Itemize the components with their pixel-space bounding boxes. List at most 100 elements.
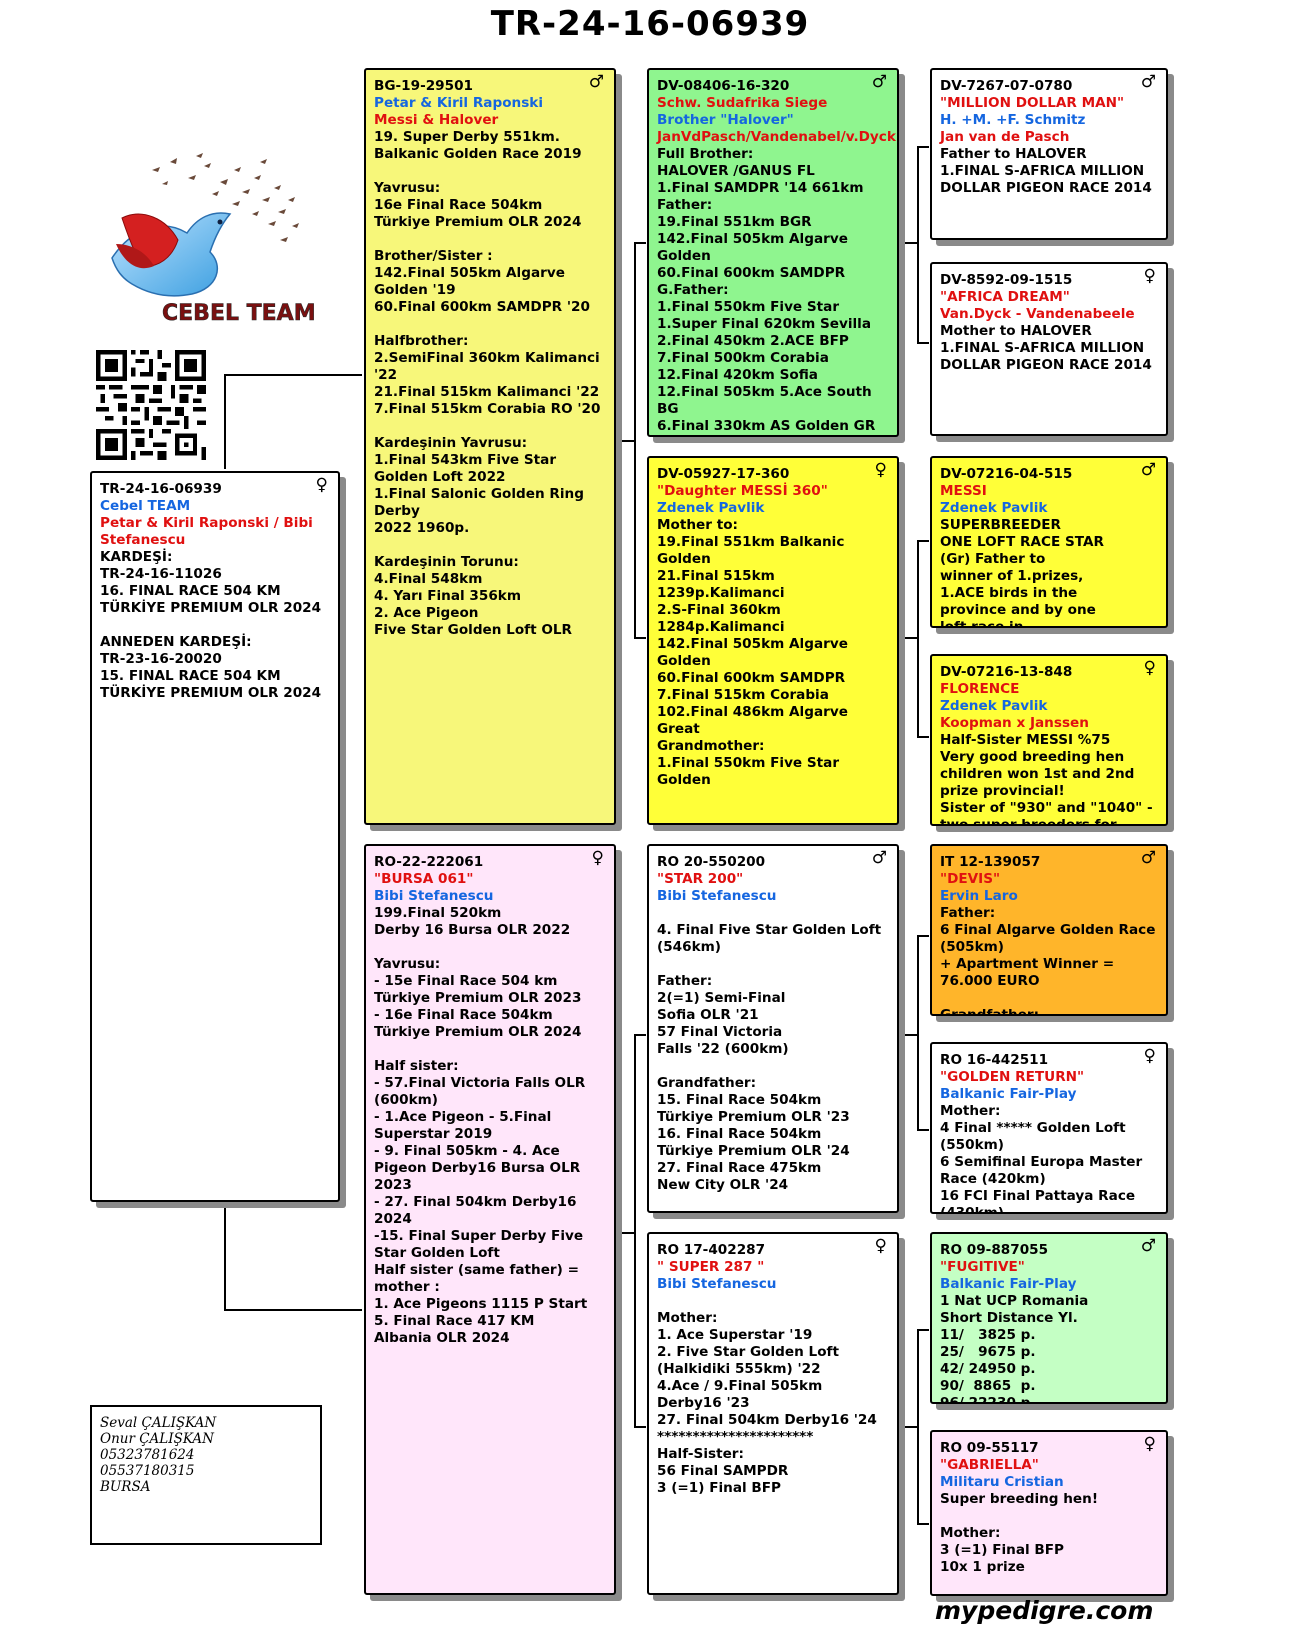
male-symbol-icon: ♂: [1140, 1236, 1156, 1256]
pedigree-line: Militaru Cristian: [940, 1474, 1064, 1490]
dove-logo-icon: CEBEL TEAM: [111, 153, 316, 326]
contact-line: BURSA: [100, 1479, 151, 1495]
ring-number: DV-07216-13-848: [940, 664, 1073, 680]
pedigree-line: 4. Final Five Star Golden Loft (546km): [657, 922, 886, 955]
pedigree-line: Mother:: [657, 1310, 718, 1326]
dam-sire-card[interactable]: ♂RO 20-550200"STAR 200"Bibi Stefanescu 4…: [647, 844, 899, 1213]
ring-number: DV-05927-17-360: [657, 466, 790, 482]
pedigree-line: Bibi Stefanescu: [657, 888, 777, 904]
pedigree-line: "GOLDEN RETURN": [940, 1069, 1085, 1085]
pedigree-line: Balkanic Fair-Play: [940, 1276, 1077, 1292]
footer-watermark[interactable]: mypedigre.com: [935, 1596, 1154, 1625]
pedigree-line: "MILLION DOLLAR MAN": [940, 95, 1125, 111]
ring-number: DV-08406-16-320: [657, 78, 790, 94]
pedigree-line: Halfbrother:: [374, 333, 469, 349]
pedigree-line: Yavrusu:: [374, 956, 441, 972]
pedigree-line: - 57.Final Victoria Falls OLR (600km): [374, 1075, 590, 1108]
sire-sire-dam-card[interactable]: ♀DV-8592-09-1515"AFRICA DREAM"Van.Dyck -…: [930, 262, 1168, 436]
pedigree-line: Mother:: [940, 1103, 1001, 1119]
pedigree-line: [374, 231, 606, 248]
pedigree-line: 199.Final 520km: [374, 905, 502, 921]
pedigree-line: 56 Final SAMPDR: [657, 1463, 789, 1479]
pedigree-line: + Apartment Winner = 76.000 EURO: [940, 956, 1119, 989]
pedigree-line: Grandfather:: [657, 1075, 757, 1091]
pedigree-line: SUPERBREEDER: [940, 517, 1061, 533]
pedigree-line: [100, 617, 330, 634]
ring-number: DV-07216-04-515: [940, 466, 1073, 482]
sire-dam-card[interactable]: ♀DV-05927-17-360"Daughter MESSİ 360"Zden…: [647, 456, 899, 825]
pedigree-line: 11/ 3825 p.: [940, 1327, 1036, 1343]
connector: [634, 1034, 636, 1232]
connector: [917, 540, 919, 738]
contact-line: 05537180315: [100, 1463, 195, 1479]
pedigree-line: "STAR 200": [657, 871, 744, 887]
connector: [917, 935, 919, 1131]
pedigree-line: 4.Final 548km: [374, 571, 483, 587]
dam-dam-sire-card[interactable]: ♂RO 09-887055"FUGITIVE"Balkanic Fair-Pla…: [930, 1232, 1168, 1404]
pedigree-line: 2.Final 450km 2.ACE BFP: [657, 333, 849, 349]
pedigree-line: ANNEDEN KARDEŞİ:: [100, 634, 252, 650]
pedigree-line: 96/ 22230 p.: [940, 1395, 1036, 1404]
pedigree-line: [657, 1293, 889, 1310]
pedigree-line: Super breeding hen!: [940, 1491, 1099, 1507]
ring-number: DV-7267-07-0780: [940, 78, 1073, 94]
connector: [917, 146, 929, 148]
contact-line: 05323781624: [100, 1447, 195, 1463]
connector: [917, 1129, 929, 1131]
pedigree-line: 2.SemiFinal 360km Kalimanci '22: [374, 350, 605, 383]
pedigree-line: - 16e Final Race 504km: [374, 1007, 553, 1023]
pedigree-line: Mother to:: [657, 517, 738, 533]
pedigree-line: Brother "Halover": [657, 112, 794, 128]
sire-sire-sire-card[interactable]: ♂DV-7267-07-0780"MILLION DOLLAR MAN"H. +…: [930, 68, 1168, 240]
pedigree-line: 57 Final Victoria: [657, 1024, 783, 1040]
pedigree-line: 1.Final SAMDPR '14 661km: [657, 180, 864, 196]
connector: [917, 342, 929, 344]
pedigree-line: 2(=1) Semi-Final: [657, 990, 786, 1006]
pedigree-line: - 15e Final Race 504 km: [374, 973, 558, 989]
dam-sire-dam-card[interactable]: ♀RO 16-442511"GOLDEN RETURN"Balkanic Fai…: [930, 1042, 1168, 1214]
pedigree-line: Sofia OLR '21: [657, 1007, 759, 1023]
female-symbol-icon: ♀: [1143, 1434, 1156, 1454]
pedigree-line: Derby 16 Bursa OLR 2022: [374, 922, 571, 938]
contact-line: Onur ÇALIŞKAN: [100, 1431, 214, 1447]
pedigree-line: [374, 163, 606, 180]
pedigree-line: Petar & Kiril Raponski: [374, 95, 544, 111]
connector: [634, 1034, 646, 1036]
pedigree-line: Mother to HALOVER: [940, 323, 1092, 339]
pedigree-line: -15. Final Super Derby Five Star Golden …: [374, 1228, 588, 1261]
dam-dam-card[interactable]: ♀RO 17-402287" SUPER 287 "Bibi Stefanesc…: [647, 1232, 899, 1595]
female-symbol-icon: ♀: [1143, 1046, 1156, 1066]
pedigree-line: 12.Final 420km Sofia: [657, 367, 818, 383]
pedigree-line: 1.Final 550km Five Star Golden: [657, 755, 844, 788]
pedigree-line: Father:: [657, 197, 713, 213]
pedigree-line: "GABRIELLA": [940, 1457, 1039, 1473]
pedigree-line: Short Distance Yl.: [940, 1310, 1078, 1326]
ring-number: RO 09-55117: [940, 1440, 1039, 1456]
pedigree-line: TÜRKİYE PREMIUM OLR 2024: [100, 600, 322, 616]
pedigree-line: 60.Final 600km SAMDPR: [657, 265, 846, 281]
pedigree-line: 142.Final 505km Algarve Golden: [657, 636, 853, 669]
pedigree-line: 19.Final 551km BGR: [657, 214, 812, 230]
pedigree-line: "AFRICA DREAM": [940, 289, 1070, 305]
pedigree-line: ONE LOFT RACE STAR: [940, 534, 1104, 550]
male-symbol-icon: ♂: [1140, 460, 1156, 480]
pedigree-line: Albania OLR 2024: [374, 1330, 510, 1346]
connector: [620, 1232, 634, 1234]
connector: [917, 1329, 929, 1331]
qr-code[interactable]: [96, 350, 206, 460]
pedigree-line: 21.Final 515km 1239p.Kalimanci: [657, 568, 785, 601]
dam-dam-dam-card[interactable]: ♀ RO 09-55117"GABRIELLA"Militaru Cristian…: [930, 1430, 1168, 1596]
pedigree-line: 5. Final Race 417 KM: [374, 1313, 535, 1329]
pedigree-line: [940, 1576, 1158, 1593]
pedigree-line: children won 1st and 2nd: [940, 766, 1135, 782]
pedigree-line: 1284p.Kalimanci: [657, 619, 785, 635]
pedigree-line: Schw. Sudafrika Siege: [657, 95, 828, 111]
pedigree-line: [657, 1058, 889, 1075]
